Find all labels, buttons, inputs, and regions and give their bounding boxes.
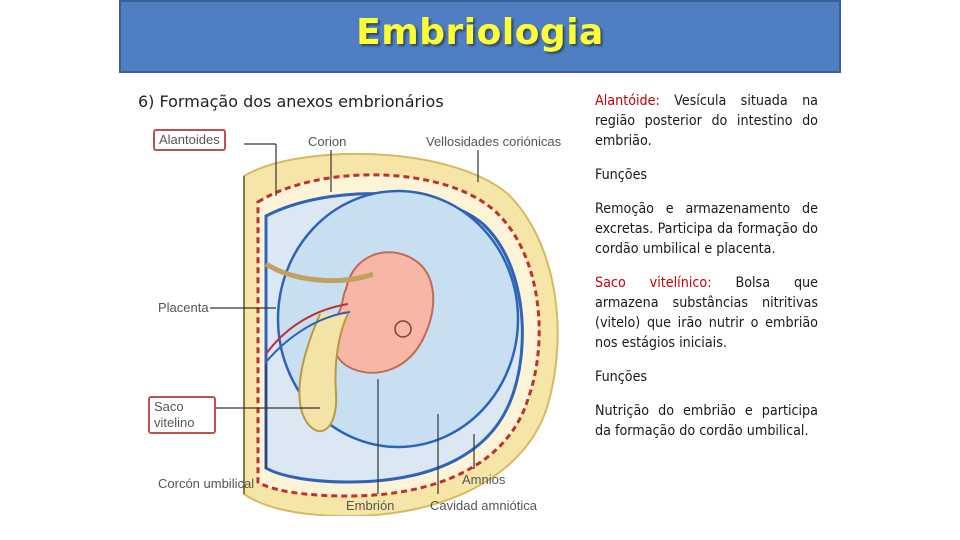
label-amnios: Amnios (462, 472, 506, 487)
funcoes-heading-2: Funções (595, 369, 648, 385)
explanation-panel: Alantóide: Vesícula situada na região po… (595, 91, 818, 455)
saco-paragraph: Saco vitelínico: Bolsa que armazena subs… (595, 275, 818, 351)
funcoes-heading-1: Funções (595, 167, 648, 183)
label-cavidad: Cavidad amniótica (430, 498, 538, 513)
label-corion: Corion (308, 134, 346, 149)
label-vellosidades: Vellosidades coriónicas (426, 134, 562, 149)
label-alantoides: Alantoides (153, 129, 226, 151)
embryo-diagram: Corion Vellosidades coriónicas Placenta … (148, 124, 568, 518)
label-saco-vitelino: Saco vitelino (148, 396, 216, 434)
embryo-illustration: Corion Vellosidades coriónicas Placenta … (158, 134, 562, 518)
page-title: Embriologia (356, 12, 604, 53)
alantoide-paragraph: Alantóide: Vesícula situada na região po… (595, 93, 818, 149)
label-cordon: Corcón umbilical (158, 476, 254, 491)
section-subtitle: 6) Formação dos anexos embrionários (138, 92, 444, 111)
title-banner: Embriologia (119, 0, 841, 73)
funcoes-text-1: Remoção e armazenamento de excretas. Par… (595, 201, 818, 257)
funcoes-text-2: Nutrição do embrião e participa da forma… (595, 403, 818, 439)
saco-term: Saco vitelínico: (595, 275, 712, 291)
alantoide-term: Alantóide: (595, 93, 660, 109)
label-embrion: Embrión (346, 498, 394, 513)
label-placenta: Placenta (158, 300, 209, 315)
